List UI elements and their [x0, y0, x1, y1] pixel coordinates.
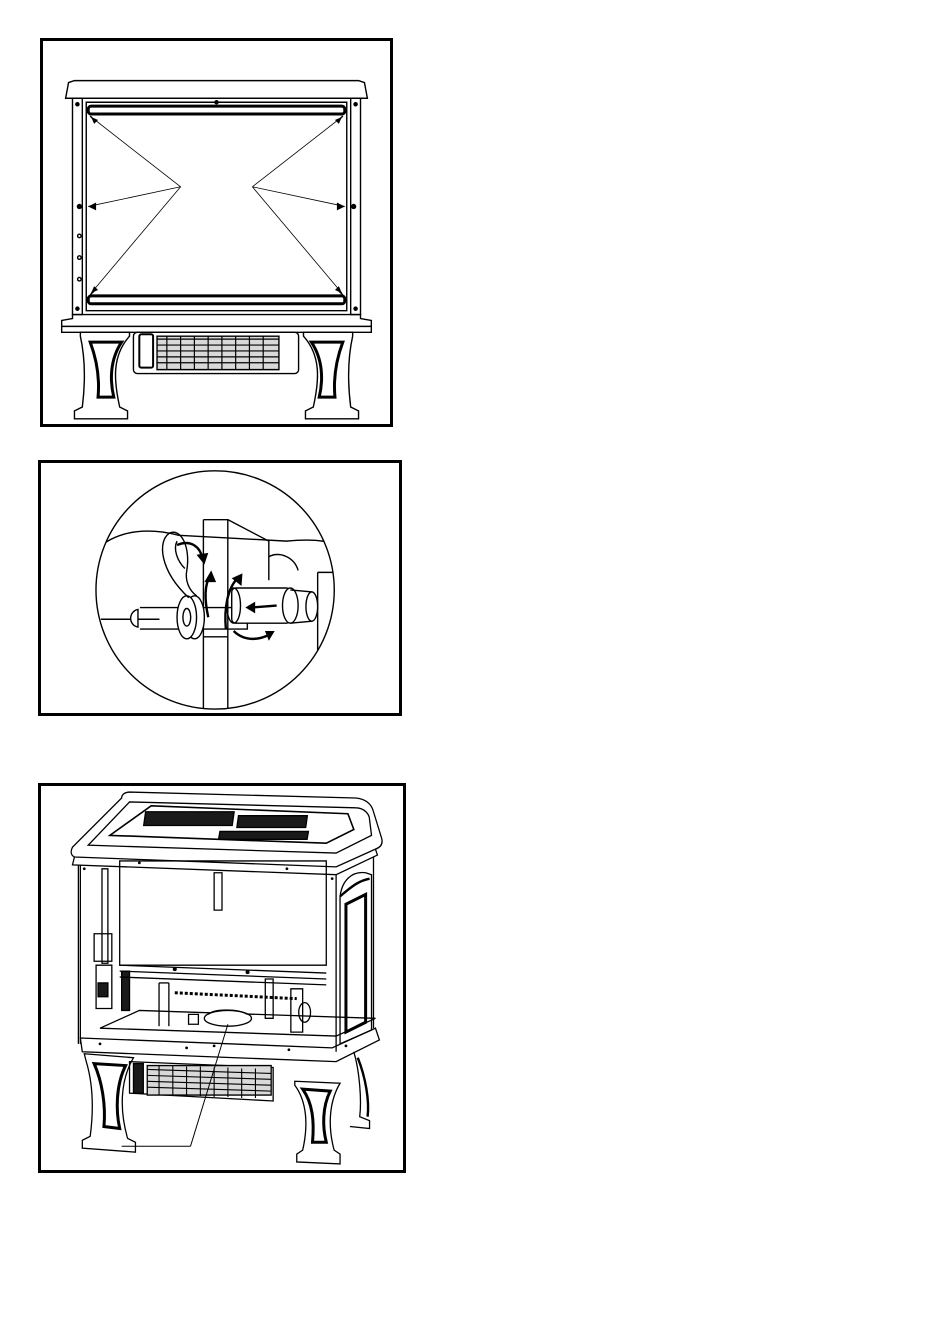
- heater-unit: [133, 332, 298, 373]
- left-side-components: [94, 934, 129, 1011]
- arrow-heads: [88, 117, 345, 293]
- pin-rod: [131, 554, 318, 629]
- flame-rod-assembly: [159, 979, 310, 1032]
- stove-top-lid: [71, 792, 382, 875]
- rear-housing: [81, 531, 354, 580]
- callout-lines: [88, 117, 345, 293]
- pin-collar: [177, 596, 204, 639]
- heater-grille: [130, 1062, 274, 1101]
- detail-circle-outline: [96, 471, 334, 709]
- stove-base: [62, 315, 372, 333]
- figure-front-view: [40, 38, 393, 427]
- pin-detail-illustration: [41, 463, 399, 713]
- right-bracket: [318, 572, 355, 713]
- r-clip: [163, 532, 197, 598]
- stove-front-illustration: [43, 41, 390, 424]
- figure-pin-detail: [38, 460, 402, 716]
- stove-top-cap: [66, 81, 368, 99]
- figure-interior-view: [38, 783, 406, 1173]
- stove-interior-illustration: [41, 786, 403, 1170]
- glass-panel: [86, 101, 346, 311]
- stove-side-posts: [72, 98, 360, 314]
